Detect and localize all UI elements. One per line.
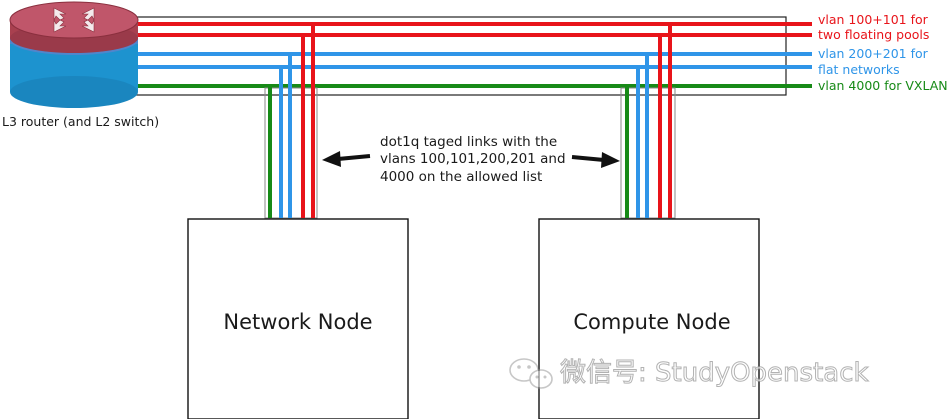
wechat-icon bbox=[509, 358, 553, 389]
vlan-label-5: vlan 4000 for VXLAN bbox=[818, 78, 948, 93]
watermark-label: 微信号: StudyOpenstack bbox=[560, 358, 869, 388]
compute-node-box bbox=[538, 218, 760, 419]
vlan-label-3: vlan 200+201 for bbox=[818, 46, 929, 61]
trunk-network-node bbox=[264, 24, 318, 219]
compute-node-label: Compute Node bbox=[573, 310, 730, 334]
arrow-right-icon bbox=[571, 152, 620, 168]
arrow-left-icon bbox=[322, 151, 371, 167]
vlan-label-1: vlan 100+101 for bbox=[818, 12, 929, 27]
network-node-box bbox=[187, 218, 409, 419]
annotation-line-3: 4000 on the allowed list bbox=[380, 169, 542, 185]
router-icon bbox=[9, 1, 139, 108]
annotation-line-2: vlans 100,101,200,201 and bbox=[380, 151, 566, 167]
vlan-label-2: two floating pools bbox=[818, 27, 929, 42]
trunk-compute-node bbox=[620, 24, 676, 219]
router-label: L3 router (and L2 switch) bbox=[2, 114, 159, 129]
annotation-line-1: dot1q taged links with the bbox=[380, 134, 557, 150]
network-node-label: Network Node bbox=[223, 310, 372, 334]
vlan-label-4: flat networks bbox=[818, 62, 900, 77]
